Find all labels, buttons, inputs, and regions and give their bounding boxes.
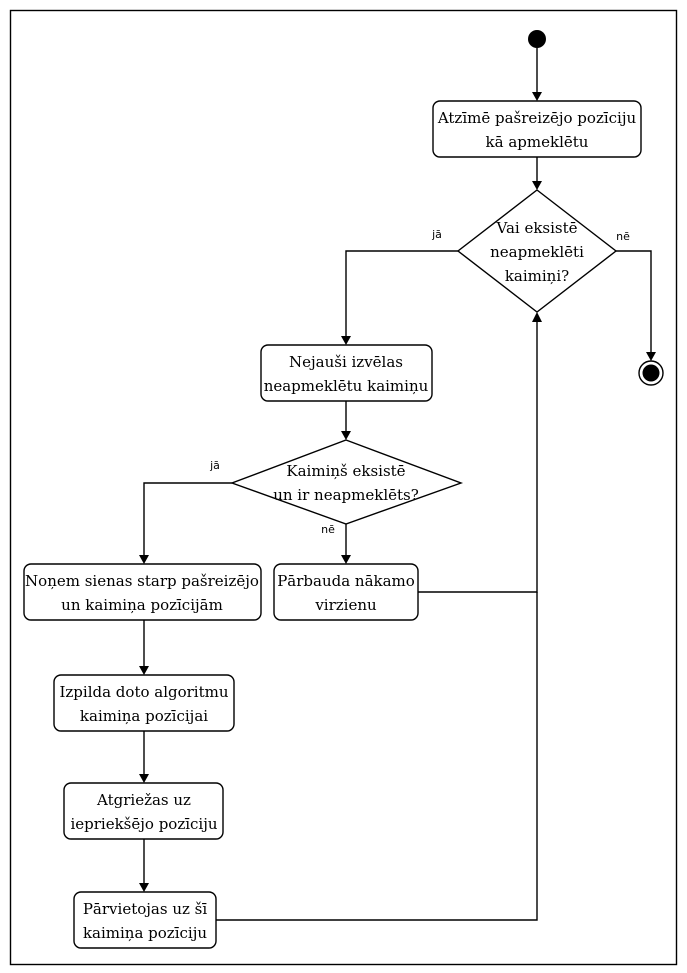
arrowhead	[341, 431, 351, 440]
start-node	[528, 30, 546, 48]
node-text: kaimiņa pozīcijai	[80, 707, 208, 725]
node-text: Vai eksistē	[495, 219, 577, 237]
action-remove-walls: Noņem sienas starp pašreizējo un kaimiņa…	[23, 563, 262, 621]
guard-no-label: nē	[321, 523, 335, 536]
arrowhead	[139, 774, 149, 783]
guard-yes-label: jā	[209, 459, 220, 472]
node-text: kā apmeklētu	[486, 133, 589, 151]
node-text: Nejauši izvēlas	[289, 353, 403, 371]
arrowhead	[532, 181, 542, 190]
node-text: kaimiņi?	[505, 267, 569, 285]
action-check-next: Pārbauda nākamo virzienu	[273, 563, 419, 621]
node-text: un ir neapmeklēts?	[273, 486, 419, 504]
arrowhead	[139, 666, 149, 675]
node-text: Pārbauda nākamo	[277, 572, 415, 590]
arrowhead	[532, 312, 542, 322]
node-text: kaimiņa pozīciju	[83, 924, 207, 942]
node-text: neapmeklētu kaimiņu	[264, 377, 429, 395]
arrowhead	[646, 352, 656, 361]
node-text: Atzīmē pašreizējo pozīciju	[437, 109, 637, 127]
action-random-pick: Nejauši izvēlas neapmeklētu kaimiņu	[260, 344, 433, 402]
action-go-back: Atgriežas uz iepriekšējo pozīciju	[63, 782, 224, 840]
guard-yes-label: jā	[431, 228, 442, 241]
arrowhead	[139, 883, 149, 892]
arrowhead	[532, 92, 542, 101]
decision-neighbour-exists: Kaimiņš eksistē un ir neapmeklēts?	[229, 439, 464, 525]
action-move-to: Pārvietojas uz šī kaimiņa pozīciju	[73, 891, 217, 949]
arrowhead	[341, 336, 351, 345]
edge-decision1-yes	[345, 250, 458, 337]
edge-check-loop	[418, 320, 538, 593]
edge-move-loop	[216, 592, 538, 921]
node-text: Noņem sienas starp pašreizējo	[25, 572, 259, 590]
arrowhead	[341, 555, 351, 564]
node-text: Izpilda doto algoritmu	[59, 683, 228, 701]
end-node-dot	[642, 364, 660, 382]
diagram-frame	[9, 9, 678, 966]
edge-decision2-yes	[143, 482, 232, 556]
arrowhead	[139, 555, 149, 564]
node-text: un kaimiņa pozīcijām	[61, 596, 223, 614]
action-run-algorithm: Izpilda doto algoritmu kaimiņa pozīcijai	[53, 674, 235, 732]
node-text: iepriekšējo pozīciju	[70, 815, 217, 833]
edges	[139, 48, 656, 921]
edge-decision1-no	[616, 250, 652, 353]
decision-unvisited-neighbours: Vai eksistē neapmeklēti kaimiņi?	[456, 189, 618, 313]
node-text: neapmeklēti	[490, 243, 584, 261]
node-text: Atgriežas uz	[96, 791, 191, 809]
action-mark-visited: Atzīmē pašreizējo pozīciju kā apmeklētu	[432, 100, 642, 158]
node-text: virzienu	[314, 596, 377, 614]
guard-no-label: nē	[616, 230, 630, 243]
node-text: Pārvietojas uz šī	[83, 900, 208, 918]
node-text: Kaimiņš eksistē	[286, 462, 405, 480]
